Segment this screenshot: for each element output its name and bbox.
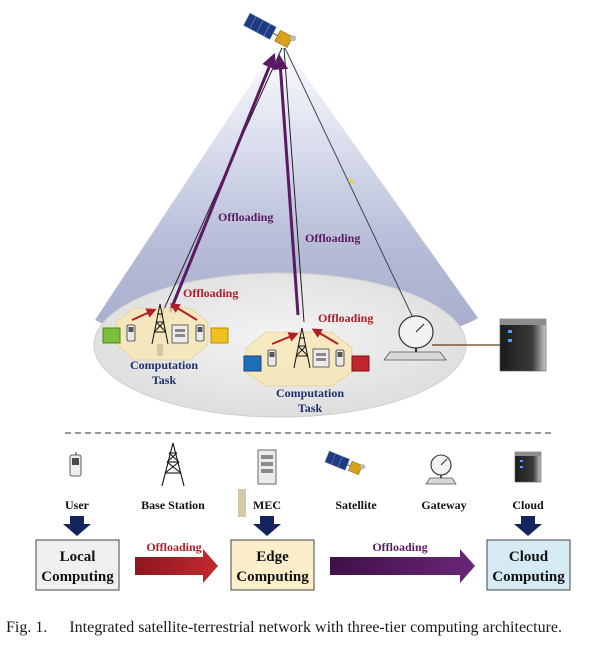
edge-computing-box — [230, 539, 315, 591]
offload-arrow-local-to-edge — [135, 549, 218, 583]
down-arrow-edge — [253, 516, 281, 536]
legend-label-mec: MEC — [253, 498, 281, 512]
user-block-green — [102, 327, 121, 344]
local-computing-line1: Local — [60, 549, 96, 565]
legend-cloud-server-icon — [514, 451, 542, 483]
label-offloading-left-cluster: Offloading — [183, 286, 238, 300]
right-task-area — [245, 331, 353, 387]
edge-computing-line1: Edge — [256, 549, 289, 565]
legend-dish-icon — [425, 454, 457, 485]
label-offloading-local-edge: Offloading — [146, 540, 201, 554]
legend-antenna-tab — [238, 489, 246, 517]
tower-icon — [151, 303, 169, 345]
offload-arrow-left-cluster-b — [169, 303, 198, 321]
legend-label-cloud: Cloud — [512, 498, 544, 512]
label-left-task-line2: Task — [152, 373, 177, 387]
label-offloading-right-tall: Offloading — [305, 231, 360, 245]
cloud-computing-box — [486, 539, 571, 591]
antenna-tab — [157, 344, 163, 356]
caption-text: Integrated satellite-terrestrial network… — [69, 619, 563, 636]
offload-arrow-right-cluster-b — [311, 328, 339, 345]
legend-label-gateway: Gateway — [421, 498, 466, 512]
satellite-link-right — [283, 47, 305, 323]
left-task-area — [115, 307, 209, 361]
offload-arrow-right-cluster-a — [271, 332, 299, 345]
phone-icon — [267, 349, 277, 367]
legend-label-satellite: Satellite — [335, 498, 377, 512]
phone-icon — [126, 324, 136, 342]
user-block-red — [351, 355, 370, 372]
down-arrow-cloud — [514, 516, 542, 536]
caption-label: Fig. 1. — [6, 619, 48, 636]
server-icon — [171, 324, 189, 344]
lightning-icon — [348, 176, 355, 187]
dish-icon — [383, 315, 447, 361]
local-computing-box — [35, 539, 120, 591]
offload-arrow-edge-to-cloud — [330, 549, 475, 583]
local-computing-line2: Computing — [41, 569, 114, 585]
left-cluster — [102, 303, 229, 361]
satellite-icon — [242, 12, 297, 48]
down-arrow-local — [63, 516, 91, 536]
legend-tower-icon — [161, 442, 185, 487]
label-offloading-left-tall: Offloading — [218, 210, 273, 224]
offload-arrow-left-tall — [168, 53, 277, 313]
cloud-computing-line2: Computing — [492, 569, 565, 585]
figure-caption: Fig. 1. Integrated satellite-terrestrial… — [6, 618, 604, 638]
offload-arrow-left-cluster-a — [131, 308, 157, 321]
right-cluster — [243, 327, 370, 387]
label-left-task-line1: Computation — [130, 358, 198, 372]
tower-icon — [293, 327, 311, 369]
legend-label-user: User — [65, 498, 90, 512]
phone-icon — [195, 324, 205, 342]
coverage-beam — [95, 40, 478, 345]
legend-satellite-icon — [324, 450, 366, 475]
label-right-task-line2: Task — [298, 401, 323, 415]
label-offloading-edge-cloud: Offloading — [372, 540, 427, 554]
legend-label-base-station: Base Station — [141, 498, 205, 512]
offload-arrow-right-tall — [273, 54, 300, 316]
server-icon — [312, 348, 330, 368]
legend-user-icon — [69, 452, 82, 477]
phone-icon — [335, 349, 345, 367]
cloud-server-icon — [499, 318, 547, 372]
user-block-yellow — [210, 327, 229, 344]
edge-computing-line2: Computing — [236, 569, 309, 585]
user-block-blue — [243, 355, 262, 372]
legend-server-icon — [257, 449, 277, 485]
label-right-task-line1: Computation — [276, 386, 344, 400]
cloud-computing-line1: Cloud — [509, 549, 549, 565]
label-offloading-right-cluster: Offloading — [318, 311, 373, 325]
satellite-link-gateway — [284, 47, 416, 323]
